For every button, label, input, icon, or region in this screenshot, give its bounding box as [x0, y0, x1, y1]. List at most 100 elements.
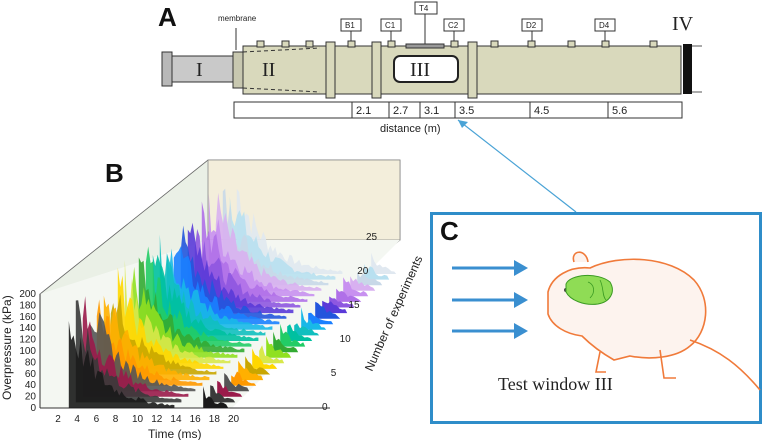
series-9-reflection [259, 345, 285, 364]
driver-section [165, 55, 239, 83]
x-axis-title: Time (ms) [148, 427, 202, 440]
series-1-reflection [203, 386, 229, 408]
series-4-reflection [224, 373, 250, 392]
distance-3-1: 3.1 [424, 105, 439, 117]
z-tick-25: 25 [366, 232, 378, 243]
series-6-area [103, 295, 210, 381]
flow-arrows [452, 260, 528, 339]
series-22-reflection [350, 276, 376, 291]
x-tick-12: 12 [151, 414, 163, 425]
x-tick-16: 16 [190, 414, 202, 425]
distance-5-6: 5.6 [612, 105, 627, 117]
series-15-reflection [301, 307, 327, 330]
x-tick-20: 20 [228, 414, 240, 425]
panel-letter-c: C [440, 216, 459, 246]
series-8-area [117, 267, 224, 369]
sensor-b1-box [340, 18, 362, 32]
series-19-reflection [329, 296, 355, 308]
section-iv-label: IV [672, 13, 694, 35]
x-tick-14: 14 [170, 414, 182, 425]
y-tick-120: 120 [19, 335, 36, 346]
x-tick-4: 4 [74, 414, 80, 425]
caption-test-window: Test window III [498, 374, 613, 394]
panel-letter-b: B [105, 158, 124, 188]
z-tick-15: 15 [348, 300, 360, 311]
rat-ear [572, 251, 589, 263]
rat-front-leg [595, 351, 606, 373]
y-tick-60: 60 [25, 369, 37, 380]
z-tick-0: 0 [322, 402, 328, 413]
series-6-reflection [238, 360, 264, 381]
brain-folds [587, 279, 607, 301]
series-25-reflection [371, 252, 397, 274]
panel-letter-a: A [158, 2, 177, 32]
y-tick-200: 200 [19, 289, 36, 300]
driver-cap [161, 51, 173, 87]
sensor-d2-box [521, 18, 543, 32]
series-23-reflection [357, 271, 383, 286]
y-tick-160: 160 [19, 312, 36, 323]
series-14-reflection [294, 323, 320, 336]
series-3-reflection [217, 380, 243, 397]
series-12-reflection [280, 323, 306, 347]
flange-1 [325, 41, 336, 99]
series-10-reflection [266, 336, 292, 358]
sensor-b1-label: B1 [345, 21, 355, 30]
sensor-c2-box [443, 18, 465, 32]
distance-3-5: 3.5 [459, 105, 474, 117]
sensor-d4-box [594, 18, 616, 32]
sensor-d2-label: D2 [526, 21, 537, 30]
series-3-area [82, 296, 189, 397]
series-24-area [229, 196, 336, 280]
z-tick-labels: 0 5 10 15 20 25 [322, 232, 378, 413]
connector-arrowhead [458, 120, 468, 128]
series-19-area [194, 229, 301, 308]
series-11-reflection [273, 331, 299, 353]
z-tick-20: 20 [357, 266, 369, 277]
membrane-label: membrane [218, 14, 257, 23]
distance-2-7: 2.7 [393, 105, 408, 117]
section-i-label: I [196, 59, 203, 81]
z-tick-5: 5 [331, 368, 337, 379]
expansion-line-top [242, 47, 321, 53]
rat-hind-leg [659, 349, 676, 379]
z-tick-10: 10 [340, 334, 352, 345]
sensor-d4-label: D4 [599, 21, 610, 30]
flange-3 [467, 41, 478, 99]
sensor-c1-label: C1 [385, 21, 396, 30]
y-tick-0: 0 [30, 403, 36, 414]
connector-line [457, 119, 577, 213]
section-ii-label: II [262, 59, 275, 81]
arrow-2-head [514, 292, 528, 308]
section-iii-label: III [410, 59, 430, 81]
series-1-area [68, 321, 175, 408]
distance-4-5: 4.5 [534, 105, 549, 117]
y-tick-20: 20 [25, 392, 37, 403]
series-11-area [138, 257, 245, 353]
series-4-area [89, 312, 196, 392]
x-tick-10: 10 [132, 414, 144, 425]
sensor-c1-box [380, 18, 402, 32]
end-plate [683, 44, 692, 94]
flange-2 [371, 41, 382, 99]
test-window [393, 55, 459, 83]
series-25-area [236, 189, 343, 274]
sensor-t4-label: T4 [419, 4, 429, 13]
distance-scale: 2.1 2.7 3.1 3.5 4.5 5.6 distance (m) [233, 101, 683, 135]
x-tick-8: 8 [113, 414, 119, 425]
distance-2-1: 2.1 [356, 105, 371, 117]
arrow-1-head [514, 260, 528, 276]
arrow-3-head [514, 323, 528, 339]
series-14-area [159, 234, 266, 336]
y-tick-40: 40 [25, 380, 37, 391]
series-17-area [180, 225, 287, 319]
rat-tail [689, 339, 761, 391]
y-tick-100: 100 [19, 346, 36, 357]
rat-body [547, 251, 761, 391]
sensor-labels: B1 C1 T4 C2 D2 D4 [340, 1, 616, 44]
y-axis-title: Overpressure (kPa) [0, 295, 14, 400]
series-group [68, 188, 397, 408]
